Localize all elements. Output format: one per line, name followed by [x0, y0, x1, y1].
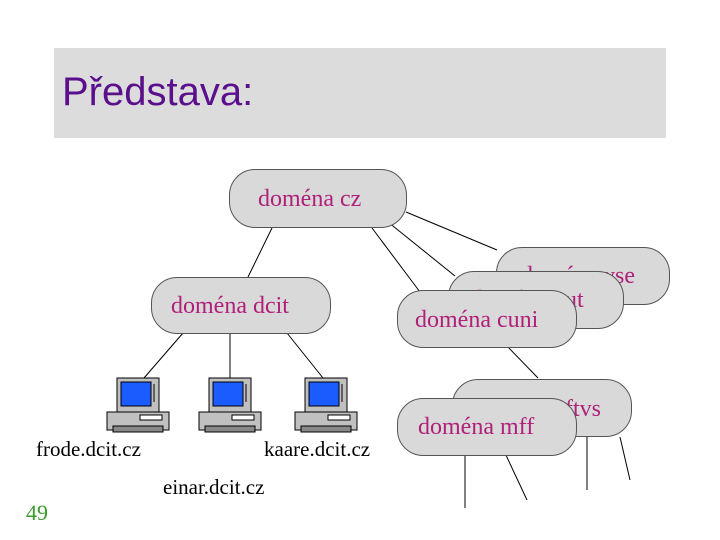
- edge-dcit-frode: [143, 332, 184, 379]
- host-label-kaare: kaare.dcit.cz: [264, 437, 371, 461]
- edge-cz-vut: [387, 221, 456, 277]
- edge-mff-b: [504, 452, 528, 501]
- edge-dcit-kaare: [286, 332, 324, 379]
- edge-cz-cuni: [371, 227, 421, 293]
- edge-ftvs-b: [619, 436, 631, 481]
- host-label-einar: einar.dcit.cz: [163, 475, 265, 499]
- node-cuni: doména cuni: [397, 290, 577, 348]
- computer-icon-frode: [106, 377, 170, 433]
- node-cz: doména cz: [229, 169, 407, 228]
- computer-icon-kaare: [294, 377, 358, 433]
- edge-cz-dcit: [247, 227, 273, 278]
- title-band: [54, 48, 666, 138]
- edge-cuni-ftvs: [506, 345, 539, 379]
- host-label-frode: frode.dcit.cz: [36, 437, 141, 461]
- node-dcit: doména dcit: [151, 277, 331, 334]
- slide-number: 49: [26, 500, 48, 525]
- slide-title: Představa:: [62, 70, 254, 114]
- node-mff: doména mff: [397, 398, 577, 456]
- computer-icon-einar: [198, 377, 262, 433]
- edge-cz-vse: [405, 211, 498, 251]
